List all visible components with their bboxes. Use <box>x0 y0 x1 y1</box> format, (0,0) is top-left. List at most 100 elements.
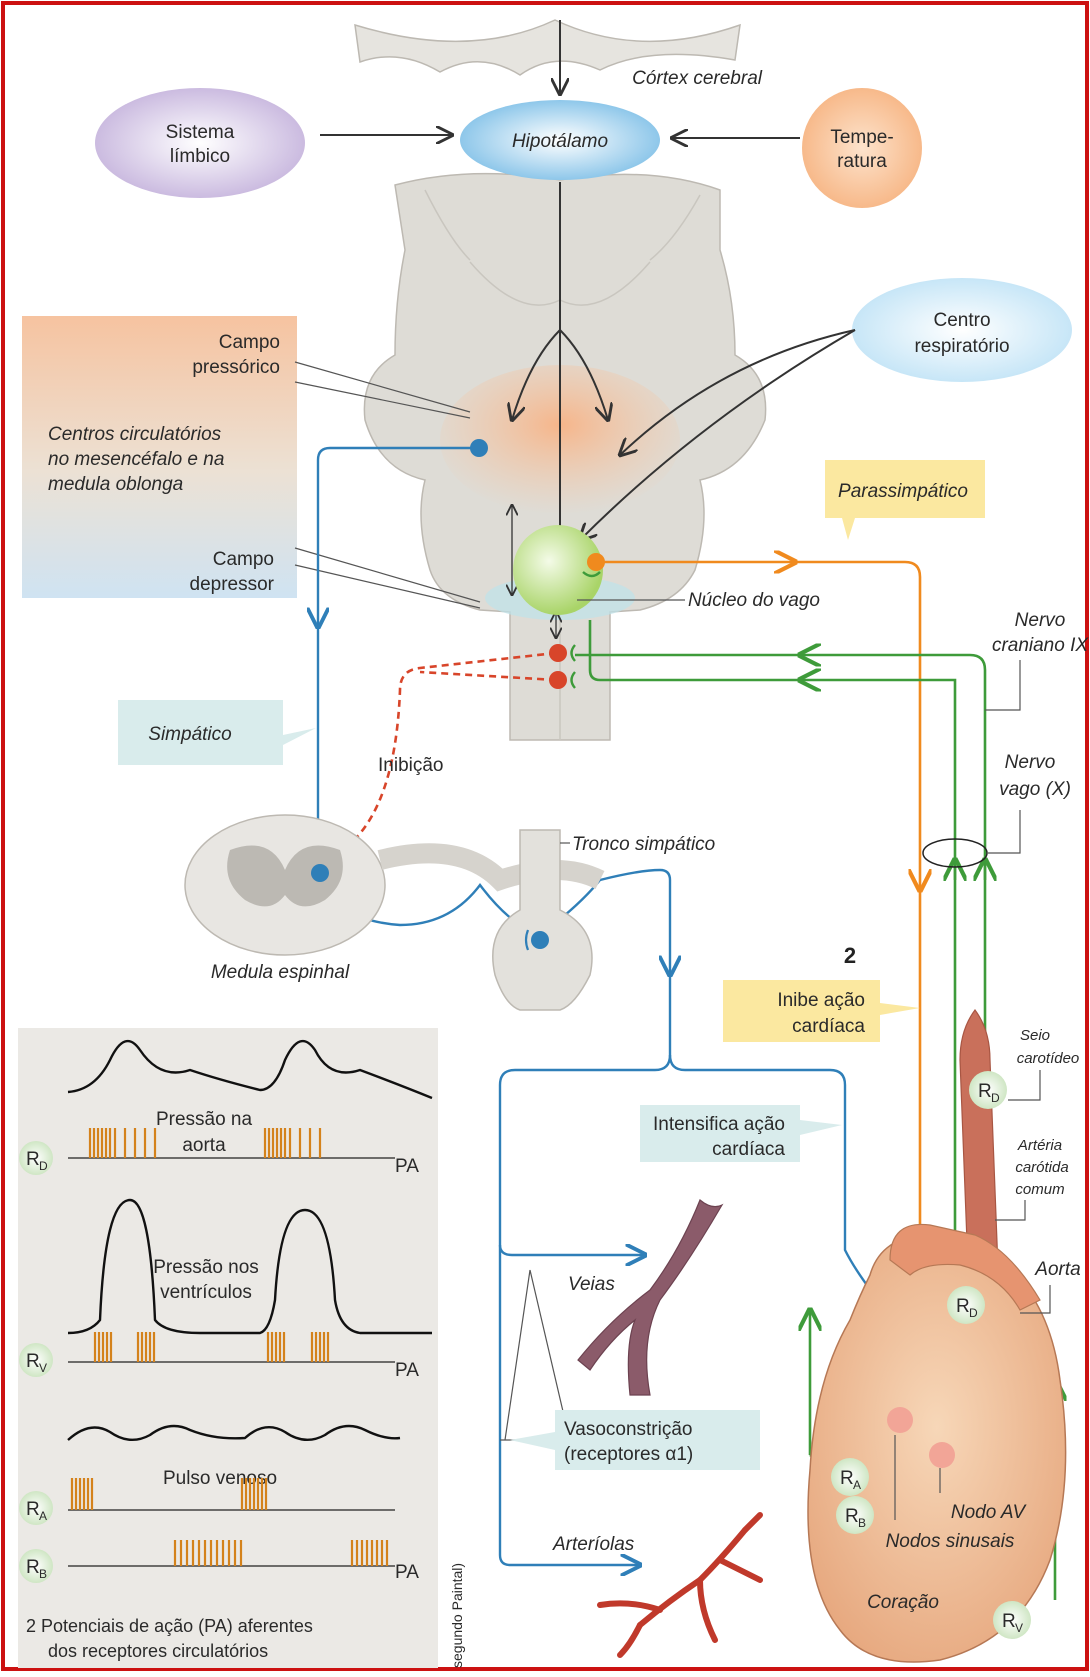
svg-text:R: R <box>26 1557 40 1578</box>
svg-text:D: D <box>991 1091 1000 1105</box>
vasoconstriction-label-2: (receptores α1) <box>564 1444 693 1465</box>
ra-row-label: R A <box>19 1491 53 1525</box>
svg-text:R: R <box>26 1351 40 1372</box>
av-node-label: Nodo AV <box>951 1502 1028 1523</box>
sinus-nodes-label: Nodos sinusais <box>886 1531 1015 1552</box>
respiratory-label-2: respiratório <box>914 336 1009 357</box>
parasympathetic-callout: Parassimpático <box>825 460 985 540</box>
carotid-sinus-pointer <box>1008 1070 1040 1100</box>
pressor-label-2: pressórico <box>192 357 280 378</box>
carotid-sinus-label-1: Seio <box>1020 1027 1050 1044</box>
carotid-pointer <box>995 1200 1025 1220</box>
sinus-node <box>887 1407 913 1433</box>
aortic-pressure-label-2: aorta <box>182 1135 226 1156</box>
brain-cortex-top <box>355 20 740 75</box>
carotid-sinus-label-2: carotídeo <box>1017 1050 1080 1067</box>
vagus-nucleus <box>513 525 603 615</box>
source-credit: segundo Paintal) <box>449 1563 465 1668</box>
svg-text:R: R <box>1002 1611 1016 1632</box>
sympathetic-trunk <box>493 830 592 1010</box>
limbic-label-2: límbico <box>170 146 230 167</box>
pa-label-2: PA <box>395 1360 419 1381</box>
temperature-node: Tempe- ratura <box>802 88 922 208</box>
inhibit-label-2: cardíaca <box>792 1016 865 1037</box>
nerve-ix-pointer <box>985 660 1020 710</box>
trunk-ganglion-dot <box>531 931 549 949</box>
ventricular-pressure-label-2: ventrículos <box>160 1282 252 1303</box>
svg-text:V: V <box>39 1361 47 1375</box>
inhibit-callout: Inibe ação cardíaca <box>723 980 920 1042</box>
sympathetic-label: Simpático <box>148 724 231 745</box>
vein-illustration <box>578 1200 722 1395</box>
intensify-label-1: Intensifica ação <box>653 1114 785 1135</box>
note-number: 2 <box>844 943 856 968</box>
panel-caption-1: 2 Potenciais de ação (PA) aferentes <box>26 1616 313 1636</box>
receptor-ra-heart: R A <box>831 1458 869 1496</box>
inhibitory-neuron-dot-1 <box>549 644 567 662</box>
nerve-ix-label-2: craniano IX <box>992 635 1089 656</box>
receptor-rb-heart: R B <box>836 1496 874 1534</box>
pressor-label-1: Campo <box>219 332 280 353</box>
svg-text:B: B <box>39 1567 47 1581</box>
aorta-label: Aorta <box>1034 1259 1080 1280</box>
vagus-nerve-pointer <box>988 810 1020 853</box>
svg-text:R: R <box>26 1499 40 1520</box>
ventricular-pressure-label-1: Pressão nos <box>153 1257 259 1278</box>
trunk-label: Tronco simpático <box>572 834 715 855</box>
aortic-pressure-label-1: Pressão na <box>156 1109 253 1130</box>
svg-text:B: B <box>858 1516 866 1530</box>
vagal-motor-dot <box>587 553 605 571</box>
vasoconstriction-callout: Vasoconstrição (receptores α1) <box>510 1410 760 1470</box>
centers-label-1: Centros circulatórios <box>48 424 222 445</box>
svg-text:A: A <box>853 1478 861 1492</box>
receptor-rv-heart: R V <box>993 1601 1031 1639</box>
venous-pulse-label: Pulso venoso <box>163 1468 277 1489</box>
intensify-callout: Intensifica ação cardíaca <box>640 1105 842 1162</box>
pa-label-3: PA <box>395 1562 419 1583</box>
hypothalamus-node: Hipotálamo <box>460 100 660 180</box>
temperature-label-2: ratura <box>837 151 887 172</box>
respiratory-label-1: Centro <box>933 310 990 331</box>
limbic-label-1: Sistema <box>166 122 235 143</box>
centers-label-2: no mesencéfalo e na <box>48 449 224 470</box>
pa-label-1: PA <box>395 1156 419 1177</box>
depressor-label-2: depressor <box>190 574 275 595</box>
svg-text:V: V <box>1015 1621 1023 1635</box>
carotid-label-2: carótida <box>1015 1159 1068 1176</box>
svg-text:R: R <box>845 1506 859 1527</box>
vagus-nucleus-label: Núcleo do vago <box>688 590 820 611</box>
vasoconstriction-label-1: Vasoconstrição <box>564 1419 693 1440</box>
vagus-nerve-label-2: vago (X) <box>999 779 1071 800</box>
carotid-label-3: comum <box>1015 1181 1064 1198</box>
sympathetic-center-dot <box>470 439 488 457</box>
spinal-cord-label: Medula espinhal <box>211 962 350 983</box>
spinal-neuron-dot <box>311 864 329 882</box>
inhibit-label-1: Inibe ação <box>777 990 865 1011</box>
arterioles-label: Arteríolas <box>552 1534 635 1555</box>
svg-text:R: R <box>26 1149 40 1170</box>
parasympathetic-label: Parassimpático <box>838 481 968 502</box>
receptor-rd-aorta: R D <box>947 1286 985 1324</box>
vagus-nerve-label-1: Nervo <box>1005 752 1056 773</box>
receptor-rd-carotid: R D <box>969 1071 1007 1109</box>
inhibitory-neuron-dot-2 <box>549 671 567 689</box>
cortex-label: Córtex cerebral <box>632 68 763 89</box>
depressor-label-1: Campo <box>213 549 274 570</box>
nerve-ix-label-1: Nervo <box>1015 610 1066 631</box>
respiratory-center-node: Centro respiratório <box>852 278 1072 382</box>
veins-label: Veias <box>568 1274 615 1295</box>
centers-label-3: medula oblonga <box>48 474 183 495</box>
intensify-label-2: cardíaca <box>712 1139 785 1160</box>
panel-caption-2: dos receptores circulatórios <box>48 1641 268 1661</box>
rb-row-label: R B <box>19 1549 53 1583</box>
hypothalamus-label: Hipotálamo <box>512 131 608 152</box>
rd-row-label: R D <box>19 1141 53 1175</box>
carotid-label-1: Artéria <box>1017 1137 1062 1154</box>
svg-text:A: A <box>39 1509 47 1523</box>
rv-row-label: R V <box>19 1343 53 1377</box>
heart-label: Coração <box>867 1592 939 1613</box>
svg-text:D: D <box>969 1306 978 1320</box>
inhibition-label: Inibição <box>378 755 444 776</box>
